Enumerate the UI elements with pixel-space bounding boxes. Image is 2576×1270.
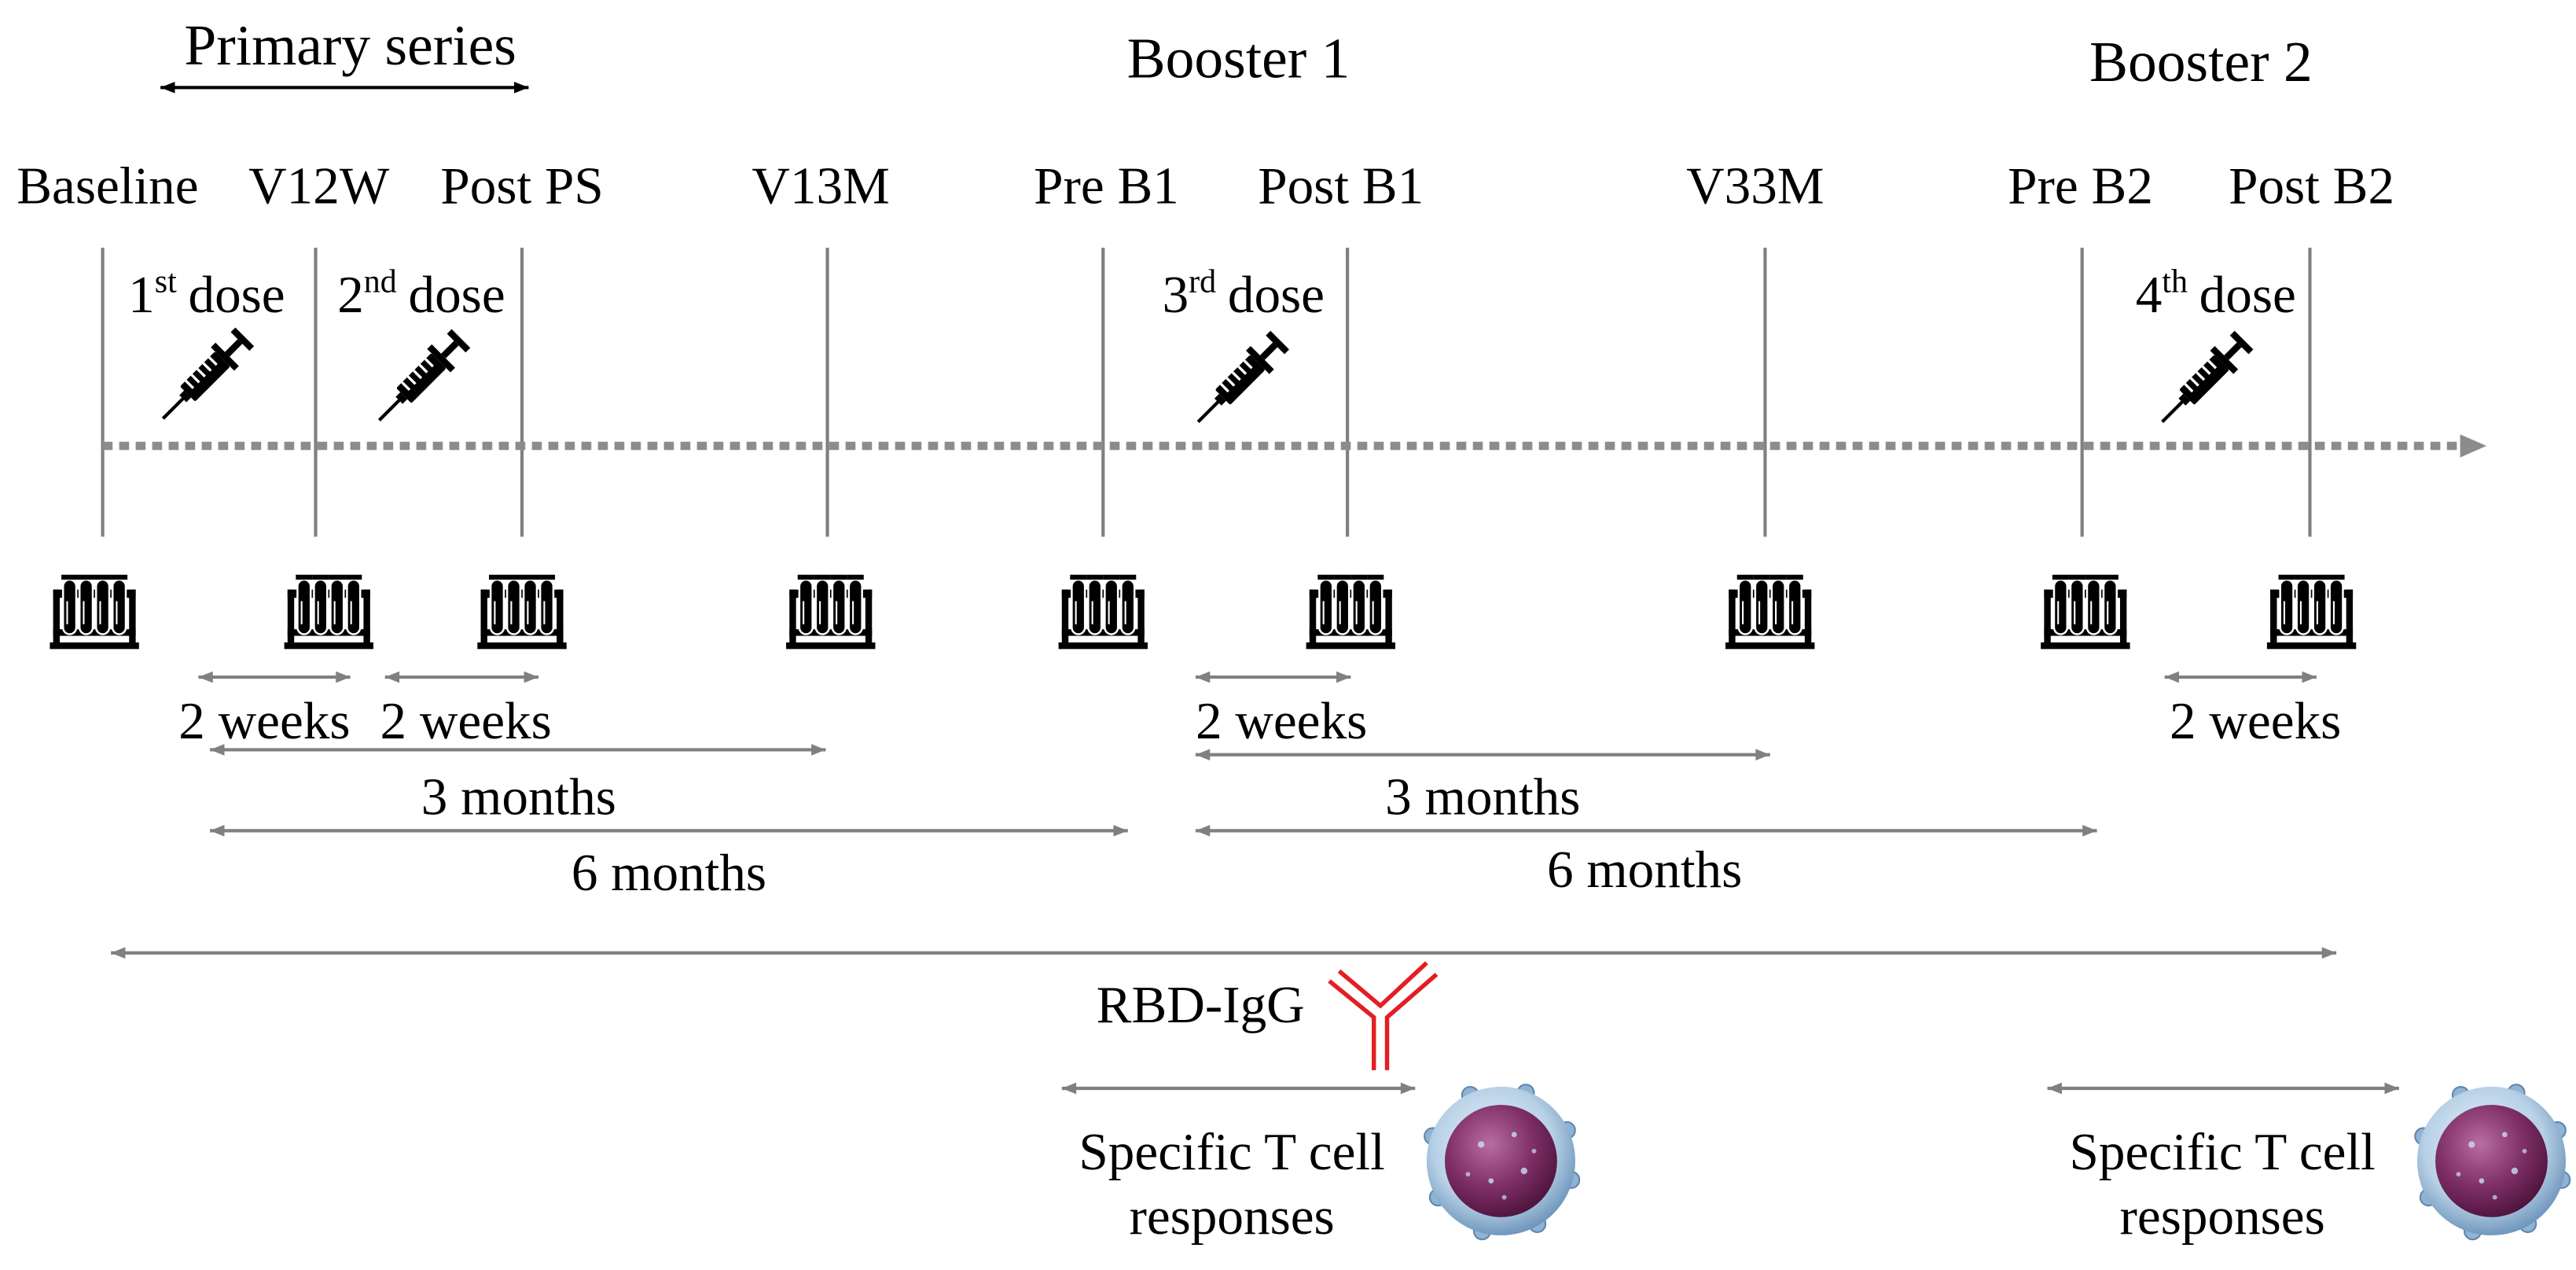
timepoint-label-baseline: Baseline <box>17 156 198 215</box>
test-tube-rack-icon <box>2265 573 2357 650</box>
timepoint-label-pre-b2: Pre B2 <box>2008 156 2153 215</box>
interval-label: 2 weeks <box>380 691 551 750</box>
interval-label: 2 weeks <box>178 691 350 750</box>
t-cell-icon <box>1424 1084 1581 1241</box>
interval-label: 3 months <box>421 767 616 826</box>
test-tube-rack-icon <box>49 573 141 650</box>
primary-series-header: Primary series <box>184 13 516 77</box>
t-cell-label-line-2: responses <box>2120 1187 2325 1246</box>
rbd-igg-label: RBD-IgG <box>1097 975 1305 1034</box>
timepoint-label-post-ps: Post PS <box>440 156 603 215</box>
test-tube-rack-icon <box>785 573 876 650</box>
syringe-icon <box>2151 329 2256 434</box>
t-cell-icon <box>2414 1084 2571 1241</box>
dose-word: dose <box>2199 265 2296 324</box>
antibody-icon <box>1328 961 1439 1070</box>
timepoint-label-post-b1: Post B1 <box>1258 156 1424 215</box>
t-cell-label-line-2: responses <box>1129 1187 1334 1246</box>
timeline-arrowhead <box>2460 434 2487 458</box>
booster-2-header: Booster 2 <box>2089 30 2313 94</box>
timepoint-label-v12w: V12W <box>248 156 390 215</box>
test-tube-rack-icon <box>2039 573 2131 650</box>
test-tube-rack-icon <box>1057 573 1149 650</box>
dose-word: dose <box>1228 265 1325 324</box>
booster-1-header: Booster 1 <box>1127 27 1350 90</box>
test-tube-rack-icon <box>1724 573 1816 650</box>
timepoint-label-post-b2: Post B2 <box>2229 156 2394 215</box>
syringe-icon <box>152 325 257 430</box>
timepoint-label-v13m: V13M <box>751 156 889 215</box>
dose-ordinal-suffix: th <box>2162 264 2188 300</box>
interval-label: 2 weeks <box>2170 691 2341 750</box>
interval-label: 2 weeks <box>1196 691 1367 750</box>
test-tube-rack-icon <box>283 573 375 650</box>
dose-word: dose <box>188 265 285 324</box>
timepoint-label-v33m: V33M <box>1686 156 1824 215</box>
syringe-icon <box>368 327 473 433</box>
test-tube-rack-icon <box>1305 573 1397 650</box>
timepoint-label-pre-b1: Pre B1 <box>1034 156 1179 215</box>
t-cell-label-line-1: Specific T cell <box>1079 1122 1384 1181</box>
interval-label: 6 months <box>571 843 766 902</box>
t-cell-label-line-1: Specific T cell <box>2070 1122 2376 1181</box>
dose-ordinal-suffix: rd <box>1189 264 1216 300</box>
interval-label: 6 months <box>1547 840 1742 899</box>
dose-ordinal-suffix: st <box>155 264 177 300</box>
dose-ordinal: 4 <box>2136 265 2163 324</box>
dose-ordinal: 2 <box>337 265 364 324</box>
syringe-icon <box>1186 329 1292 434</box>
dose-ordinal: 1 <box>128 265 155 324</box>
dose-ordinal: 3 <box>1163 265 1189 324</box>
dose-word: dose <box>409 265 505 324</box>
dose-ordinal-suffix: nd <box>364 264 397 300</box>
interval-label: 3 months <box>1385 767 1580 826</box>
test-tube-rack-icon <box>476 573 568 650</box>
